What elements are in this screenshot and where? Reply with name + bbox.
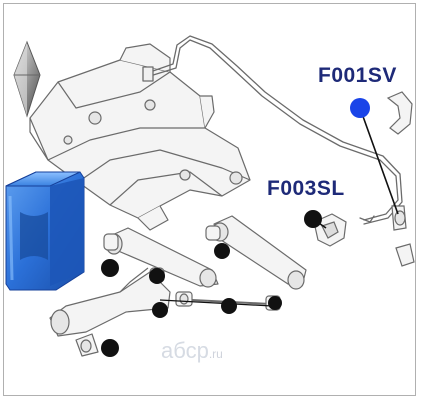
marker-dot — [152, 302, 168, 318]
watermark-suffix: .ru — [208, 347, 223, 361]
marker-dot — [149, 268, 165, 284]
stabilizer-bushing-bracket — [313, 213, 347, 247]
marker-dot — [101, 259, 119, 277]
bushing-illustration — [5, 171, 85, 291]
part-number-label: F003SL — [267, 177, 345, 200]
marker-dot — [221, 298, 237, 314]
stabilizer-bar — [142, 35, 403, 225]
subframe — [29, 43, 251, 231]
lower-arms — [49, 215, 307, 357]
stabilizer-link — [386, 91, 415, 267]
callout-marker-stabilizer-link — [350, 98, 370, 118]
watermark: абср.ru — [161, 338, 223, 364]
brand-logo-icon — [13, 40, 41, 118]
marker-dot — [268, 296, 282, 310]
marker-dot — [304, 210, 322, 228]
image-border — [3, 3, 416, 396]
watermark-text: абср — [161, 338, 209, 363]
marker-dot — [214, 243, 230, 259]
part-number-label: F001SV — [318, 64, 397, 87]
marker-dot — [101, 339, 119, 357]
reference-markers — [101, 210, 322, 357]
